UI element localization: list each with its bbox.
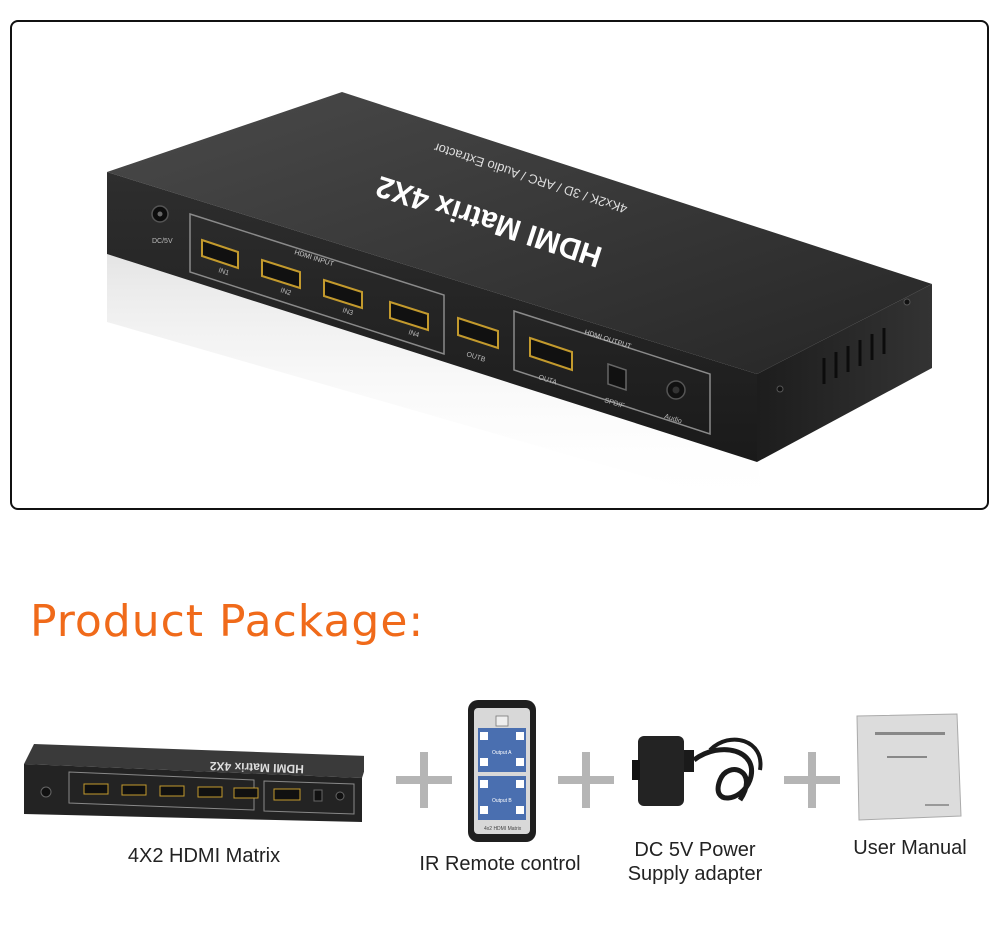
matrix-thumbnail-image: HDMI Matrix 4X2 (24, 744, 369, 822)
caption-adapter: DC 5V Power Supply adapter (610, 838, 780, 886)
device-front-face (107, 172, 757, 462)
hdmi-port-in4-icon (389, 300, 429, 332)
package-item-remote: Output A Output B 4x2 HDMI Matrix IR Rem… (410, 700, 590, 880)
plus-icon-3 (784, 752, 840, 808)
caption-manual: User Manual (853, 837, 967, 859)
caption-remote: IR Remote control (419, 853, 581, 875)
caption-adapter-line1: DC 5V Power (634, 839, 756, 861)
remote-image: Output A Output B 4x2 HDMI Matrix (468, 700, 536, 842)
hdmi-port-outa-icon (529, 336, 573, 372)
plus-icon-2 (558, 752, 614, 808)
hdmi-input-group (189, 212, 445, 356)
hero-device-image: HDMI Matrix 4X2 4Kx2K / 3D / ARC / Audio… (107, 92, 932, 508)
caption-matrix: 4X2 HDMI Matrix (127, 845, 281, 867)
hdmi-output-group (513, 309, 711, 436)
hdmi-port-in2-icon (261, 258, 301, 290)
matrix-thumbnail-brand: HDMI Matrix 4X2 (209, 759, 304, 776)
package-item-matrix: HDMI Matrix 4X2 4X2 HDMI Matrix (14, 736, 369, 867)
hero-frame: HDMI Matrix 4X2 4Kx2K / 3D / ARC / Audio… (10, 20, 989, 510)
plus-icon-1 (396, 752, 452, 808)
package-item-manual: User Manual (845, 712, 975, 862)
label-in1: IN1 (217, 267, 230, 277)
spdif-port-icon (607, 362, 627, 392)
remote-label-a: Output A (492, 750, 512, 756)
power-adapter-image (632, 736, 763, 806)
caption-adapter-line2: Supply adapter (627, 863, 763, 885)
device-top-face (107, 92, 932, 374)
audio-jack-icon (666, 380, 686, 400)
hdmi-port-outb-icon (457, 316, 499, 350)
hdmi-port-in1-icon (201, 238, 239, 270)
label-in3: IN3 (341, 307, 354, 317)
side-vents (822, 328, 886, 384)
label-in2: IN2 (279, 287, 292, 297)
label-in4: IN4 (407, 329, 420, 339)
hdmi-port-in3-icon (323, 278, 363, 310)
device-side-face (757, 284, 932, 462)
user-manual-image (856, 713, 962, 821)
dc-label: DC/5V (152, 238, 173, 245)
package-title: Product Package: (30, 596, 425, 647)
device-reflection (107, 254, 767, 508)
remote-footer: 4x2 HDMI Matrix (484, 826, 522, 832)
remote-label-b: Output B (492, 798, 512, 804)
package-item-adapter: DC 5V Power Supply adapter (610, 710, 780, 886)
